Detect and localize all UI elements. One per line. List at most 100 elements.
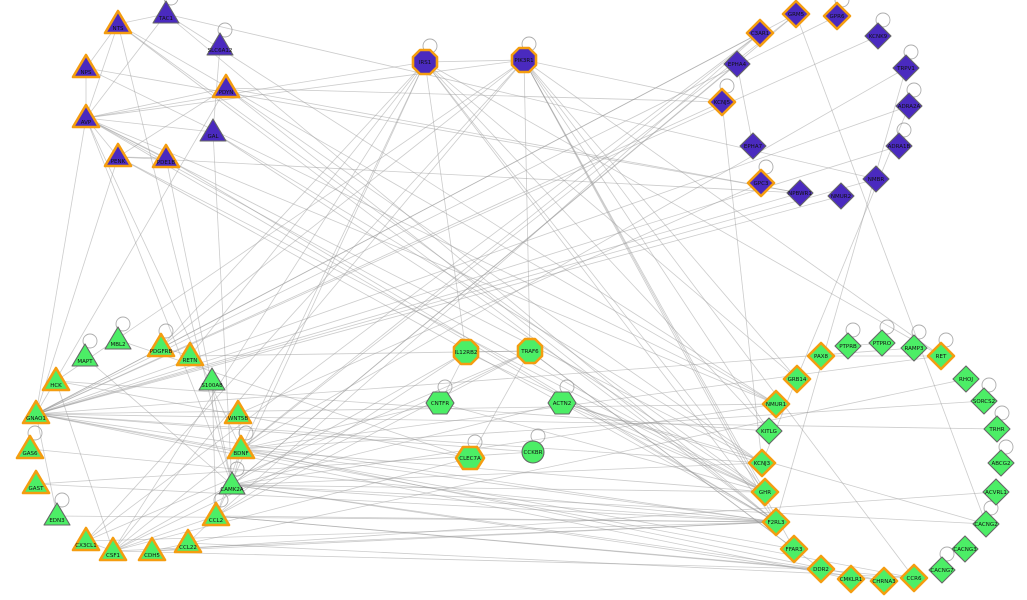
node-GPC3[interactable] — [746, 168, 776, 198]
self-loop-PTPRB — [845, 322, 861, 338]
self-loop-PTPRO — [879, 319, 895, 335]
node-CNTFR[interactable] — [425, 391, 455, 415]
edge-CSF1-TRAF6 — [112, 350, 531, 552]
node-KCNJ5[interactable] — [707, 87, 737, 117]
edge-CDH5-RHOJ — [151, 378, 967, 552]
node-PTPRB[interactable] — [834, 332, 862, 360]
node-CCL2[interactable] — [201, 501, 231, 527]
edge-PIK3R1-CCR6 — [523, 59, 915, 579]
node-ACVRL1[interactable] — [982, 478, 1010, 506]
self-loop-ADRA1B — [896, 122, 912, 138]
node-SLC6A12[interactable] — [206, 32, 234, 56]
node-EPHA4[interactable] — [723, 50, 751, 78]
self-loop-KCNK9 — [875, 12, 891, 28]
self-loop-EDN3 — [54, 492, 70, 508]
node-MAPT[interactable] — [71, 343, 99, 367]
node-DDR2[interactable] — [806, 554, 836, 584]
node-FFAR3[interactable] — [779, 534, 809, 564]
node-CCR6[interactable] — [899, 563, 929, 593]
node-RHOJ[interactable] — [952, 365, 980, 393]
node-RETN[interactable] — [175, 341, 205, 367]
node-CCKBR[interactable] — [521, 440, 545, 464]
edge-IRS1-F2RL3 — [424, 61, 777, 523]
node-CSF1[interactable] — [98, 536, 128, 562]
node-CCL22[interactable] — [173, 528, 203, 554]
node-EPHA7[interactable] — [739, 132, 767, 160]
node-CAMK2A[interactable] — [218, 471, 246, 495]
node-NMUR2[interactable] — [827, 182, 855, 210]
node-NMBR[interactable] — [862, 165, 890, 193]
node-TRPV1[interactable] — [892, 54, 920, 82]
node-RET[interactable] — [926, 341, 956, 371]
node-SORCS2[interactable] — [970, 387, 998, 415]
edge-C3AR1-CSF1 — [112, 32, 761, 552]
edge-IRS1-RETN — [189, 61, 426, 357]
node-PDYN[interactable] — [211, 73, 241, 99]
node-F2RL3[interactable] — [761, 507, 791, 537]
edge-TRAF6-FFAR3 — [529, 350, 795, 550]
node-PTPRO[interactable] — [868, 329, 896, 357]
node-BDNF[interactable] — [226, 434, 256, 460]
node-KITLG[interactable] — [755, 417, 783, 445]
edge-GPC3-WNT5B — [237, 182, 762, 415]
node-GHR[interactable] — [750, 477, 780, 507]
node-CLEC7A[interactable] — [454, 445, 486, 471]
node-ACTN2[interactable] — [547, 391, 577, 415]
node-GNAO1[interactable] — [21, 399, 51, 425]
node-MBL2[interactable] — [104, 326, 132, 350]
edge-PIK3R1-HCK — [55, 59, 525, 382]
edge-CAMK2A-F2RL3 — [231, 484, 777, 523]
self-loop-CACNG2 — [983, 500, 999, 516]
node-GAST[interactable] — [21, 469, 51, 495]
node-EDN3[interactable] — [43, 502, 71, 526]
node-PDGFRB[interactable] — [146, 332, 176, 358]
node-TRHR[interactable] — [983, 415, 1011, 443]
node-ABCG2[interactable] — [987, 449, 1015, 477]
node-CACNG2[interactable] — [972, 510, 1000, 538]
node-PAX8[interactable] — [806, 341, 836, 371]
node-CX3CL1[interactable] — [71, 526, 101, 552]
node-TAC1[interactable] — [152, 0, 180, 24]
edge-NPS-NMUR1 — [85, 67, 777, 405]
node-CDH5[interactable] — [137, 536, 167, 562]
node-IL12RB2[interactable] — [452, 338, 480, 366]
node-ADRA2A[interactable] — [895, 92, 923, 120]
node-C3AR1[interactable] — [745, 18, 775, 48]
node-PENK[interactable] — [103, 142, 133, 168]
node-GRB14[interactable] — [782, 364, 812, 394]
self-loop-ABCG2 — [998, 439, 1014, 455]
node-GPR6[interactable] — [822, 1, 852, 31]
node-NPS[interactable] — [71, 53, 101, 79]
edge-IRS1-GRB14 — [424, 61, 798, 380]
self-loop-TAC1 — [163, 0, 179, 6]
node-KCNK9[interactable] — [864, 22, 892, 50]
edge-IRS1-IL12RB2 — [424, 61, 467, 353]
node-CACNG7[interactable] — [928, 556, 956, 584]
node-RAMP3[interactable] — [900, 334, 928, 362]
node-GRM5[interactable] — [781, 0, 811, 29]
node-NTS[interactable] — [103, 9, 133, 35]
node-KCNJ3[interactable] — [747, 448, 777, 478]
node-AVP[interactable] — [71, 103, 101, 129]
node-HCK[interactable] — [41, 366, 71, 392]
edge-EPHA4-EPHA7 — [736, 63, 754, 147]
node-WNT5B[interactable] — [223, 399, 253, 425]
node-PDE1B[interactable] — [151, 143, 181, 169]
node-S100A8[interactable] — [198, 367, 226, 391]
node-IRS1[interactable] — [411, 48, 439, 76]
node-ADRA1B[interactable] — [885, 132, 913, 160]
node-TRAF6[interactable] — [516, 337, 544, 365]
node-CHRNA3[interactable] — [869, 566, 899, 596]
self-loop-BDNF — [238, 425, 254, 441]
node-GAS6[interactable] — [15, 434, 45, 460]
node-PIK3R1[interactable] — [510, 46, 538, 74]
node-NPBWR1[interactable] — [786, 179, 814, 207]
edge-AVP-F2RL3 — [85, 117, 777, 523]
edge-PENK-NPBWR1 — [117, 156, 801, 194]
edge-IRS1-KITLG — [424, 61, 770, 432]
edge-MBL2-CLEC7A — [117, 339, 471, 459]
node-NMUR1[interactable] — [761, 389, 791, 419]
node-CMKLR1[interactable] — [836, 564, 866, 594]
node-CACNG3[interactable] — [951, 535, 979, 563]
node-GAL[interactable] — [199, 118, 227, 142]
